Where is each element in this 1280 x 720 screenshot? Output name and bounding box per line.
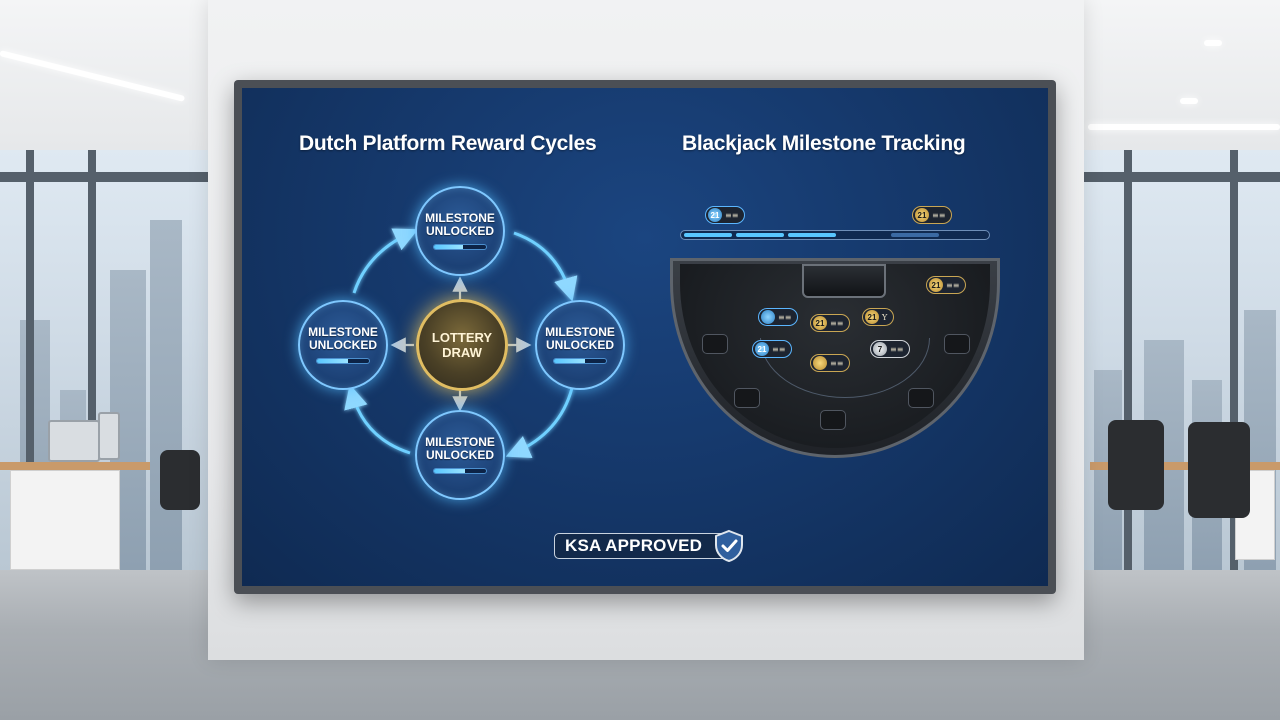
window-frame (1230, 150, 1238, 570)
milestone-progress-fill (434, 469, 466, 473)
desk-cabinet (10, 470, 120, 570)
table-milestone-chip[interactable]: 21 ≡≡ (926, 276, 967, 294)
milestone-progress-fill (434, 245, 463, 249)
player-seat[interactable] (734, 388, 760, 408)
chip-glyph-text: Y (882, 312, 888, 322)
milestone-tracking-title: Blackjack Milestone Tracking (682, 132, 966, 155)
chip-glyph-text: ≡≡ (830, 358, 844, 368)
milestone-node-left[interactable]: MILESTONE UNLOCKED (298, 300, 388, 390)
ceiling-light (1180, 98, 1198, 104)
office-chair (1108, 420, 1164, 510)
blackjack-coin-icon: 21 (915, 208, 929, 222)
dealer-tray (802, 264, 886, 298)
progress-milestone-chip[interactable]: 21 ≡≡ (705, 206, 746, 224)
milestone-label: UNLOCKED (546, 338, 614, 352)
blackjack-coin-icon: 21 (929, 278, 943, 292)
milestone-label: UNLOCKED (309, 338, 377, 352)
chip-glyph-text: ≡≡ (932, 210, 946, 220)
chip-glyph-text: ≡≡ (890, 344, 904, 354)
chip-glyph-text: ≡≡ (830, 318, 844, 328)
window-frame (26, 150, 34, 570)
cycle-arrow (505, 387, 574, 459)
table-milestone-chip[interactable]: 21 ≡≡ (752, 340, 793, 358)
desk-surface (1090, 462, 1280, 470)
progress-segment (736, 233, 784, 237)
ceiling-light (1204, 40, 1222, 46)
milestone-node-bottom[interactable]: MILESTONE UNLOCKED (415, 410, 505, 500)
milestone-progress-bar (316, 358, 370, 364)
cycle-arrow (344, 384, 411, 455)
milestone-progress-fill (554, 359, 586, 363)
milestone-label: MILESTONE (545, 325, 615, 339)
wall-display: Dutch Platform Reward Cycles Blackjack M… (242, 88, 1048, 586)
milestone-progress-bar (433, 244, 487, 250)
table-milestone-chip[interactable]: ≡≡ (758, 308, 799, 326)
milestone-progress-track (680, 230, 990, 240)
table-milestone-chip[interactable]: ≡≡ (810, 354, 851, 372)
player-seat[interactable] (820, 410, 846, 430)
left-window (0, 150, 208, 570)
ksa-approved-badge: KSA APPROVED (554, 529, 744, 563)
blackjack-coin-icon: 21 (755, 342, 769, 356)
player-seat[interactable] (702, 334, 728, 354)
cycle-arrow (513, 231, 578, 302)
ceiling-light (0, 50, 186, 102)
blackjack-coin-icon: 21 (708, 208, 722, 222)
table-milestone-chip[interactable]: 21 Y (862, 308, 895, 326)
progress-segment (684, 233, 732, 237)
desk-monitor (98, 412, 120, 460)
milestone-progress-bar (433, 468, 487, 474)
milestone-node-top[interactable]: MILESTONE UNLOCKED (415, 186, 505, 276)
window-frame (1124, 150, 1132, 570)
milestone-label: UNLOCKED (426, 448, 494, 462)
table-milestone-chip[interactable]: 7 ≡≡ (870, 340, 911, 358)
cycle-arrows (344, 228, 578, 459)
milestone-node-right[interactable]: MILESTONE UNLOCKED (535, 300, 625, 390)
lottery-label: LOTTERY (431, 330, 493, 345)
blackjack-coin-icon (813, 356, 827, 370)
window-frame (1084, 172, 1280, 182)
blackjack-coin-icon: 7 (873, 342, 887, 356)
ceiling-light (1088, 124, 1280, 130)
chip-glyph-text: ≡≡ (778, 312, 792, 322)
chip-glyph-text: ≡≡ (772, 344, 786, 354)
desk-monitor (48, 420, 100, 462)
window-frame (0, 172, 208, 182)
milestone-label: MILESTONE (308, 325, 378, 339)
shield-check-icon (715, 529, 744, 563)
milestone-progress-fill (317, 359, 349, 363)
blackjack-coin-icon: 21 (865, 310, 879, 324)
progress-segment (891, 233, 939, 237)
player-seat[interactable] (944, 334, 970, 354)
office-chair (1188, 422, 1250, 518)
reward-cycles-title: Dutch Platform Reward Cycles (299, 132, 597, 155)
milestone-label: MILESTONE (425, 211, 495, 225)
player-seat[interactable] (908, 388, 934, 408)
lottery-draw-node[interactable]: LOTTERY DRAW (416, 299, 508, 391)
milestone-label: UNLOCKED (426, 224, 494, 238)
cycle-arrow (352, 228, 419, 294)
progress-segment (788, 233, 836, 237)
blackjack-coin-icon: 21 (813, 316, 827, 330)
desk-surface (0, 462, 150, 470)
milestone-progress-bar (553, 358, 607, 364)
window-frame (88, 150, 96, 570)
lottery-label: DRAW (442, 345, 482, 360)
milestone-label: MILESTONE (425, 435, 495, 449)
table-milestone-chip[interactable]: 21 ≡≡ (810, 314, 851, 332)
blackjack-coin-icon (761, 310, 775, 324)
progress-milestone-chip[interactable]: 21 ≡≡ (912, 206, 953, 224)
chip-glyph-text: ≡≡ (725, 210, 739, 220)
office-chair (160, 450, 200, 510)
ksa-approved-label: KSA APPROVED (565, 536, 703, 555)
city-building (150, 220, 182, 570)
chip-glyph-text: ≡≡ (946, 280, 960, 290)
